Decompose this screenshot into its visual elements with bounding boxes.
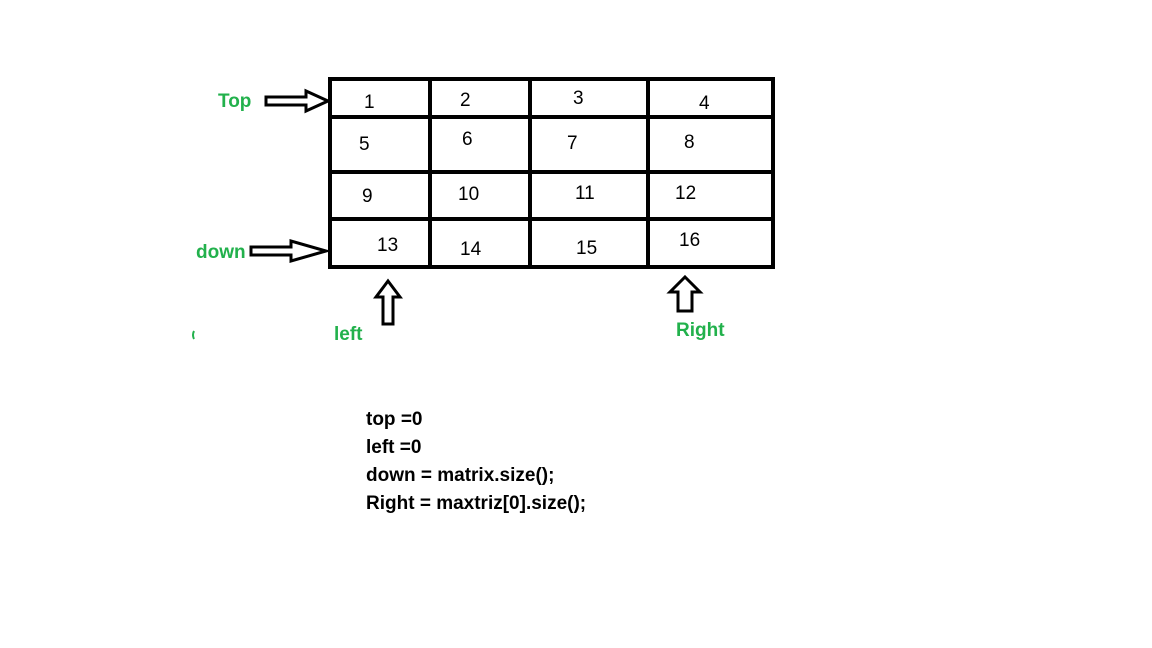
stray-mark (192, 330, 195, 340)
code-line-down: down = matrix.size(); (366, 465, 555, 486)
code-line-right: Right = maxtriz[0].size(); (366, 493, 587, 514)
up-arrow-icon (666, 274, 704, 313)
left-pointer-label: left (334, 324, 363, 345)
matrix-cell: 13 (377, 235, 398, 256)
matrix-cell: 4 (699, 93, 710, 114)
matrix-cell: 14 (460, 239, 482, 260)
matrix-cell: 2 (460, 90, 471, 111)
matrix-cell: 8 (684, 132, 695, 153)
right-pointer-label: Right (676, 320, 725, 341)
down-pointer-label: down (196, 242, 246, 263)
matrix-values: 1 2 3 4 5 6 7 8 9 10 11 12 13 14 15 16 (359, 88, 710, 260)
top-pointer-label: Top (218, 91, 251, 112)
matrix-cell: 16 (679, 230, 700, 251)
right-arrow-icon (249, 239, 332, 263)
code-line-top: top =0 (366, 409, 423, 430)
right-arrow-icon (264, 88, 332, 114)
matrix-cell: 11 (575, 183, 595, 204)
matrix-cell: 6 (462, 129, 473, 150)
matrix-grid (328, 77, 775, 269)
matrix-cell: 9 (362, 186, 373, 207)
matrix-cell: 3 (573, 88, 584, 109)
matrix-cell: 15 (576, 238, 597, 259)
matrix-cell: 10 (458, 184, 479, 205)
up-arrow-icon (373, 278, 403, 326)
matrix-cell: 5 (359, 134, 370, 155)
matrix-cell: 12 (675, 183, 696, 204)
matrix-cell: 7 (567, 133, 578, 154)
code-line-left: left =0 (366, 437, 422, 458)
matrix-cell: 1 (364, 92, 375, 113)
